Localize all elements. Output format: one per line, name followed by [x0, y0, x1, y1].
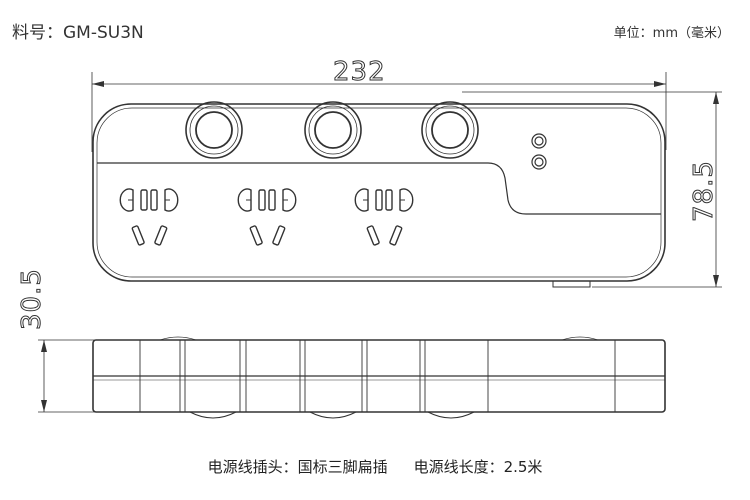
width-value: 232	[333, 57, 386, 87]
model-number: 料号：GM-SU3N	[12, 23, 144, 43]
cable-spec: 电源线长度：2.5米	[413, 458, 543, 476]
top-view	[92, 101, 666, 288]
round-switch	[421, 101, 479, 159]
indicator-light	[531, 133, 547, 149]
footer-specs: 电源线插头：国标三脚扁插 电源线长度：2.5米	[0, 456, 750, 477]
round-switch	[304, 101, 362, 159]
round-switch	[185, 101, 243, 159]
side-view	[92, 336, 666, 419]
outlet	[354, 188, 414, 246]
indicator-light	[531, 154, 547, 170]
outlet	[119, 188, 179, 246]
width-dimension	[91, 72, 667, 152]
outlet	[237, 188, 297, 246]
thickness-value: 30.5	[17, 268, 47, 330]
unit-label: 单位：mm（毫米）	[613, 26, 730, 41]
thickness-dimension	[38, 339, 96, 413]
height-dimension	[462, 91, 722, 288]
height-value: 78.5	[689, 160, 719, 222]
plug-spec: 电源线插头：国标三脚扁插	[207, 458, 388, 476]
